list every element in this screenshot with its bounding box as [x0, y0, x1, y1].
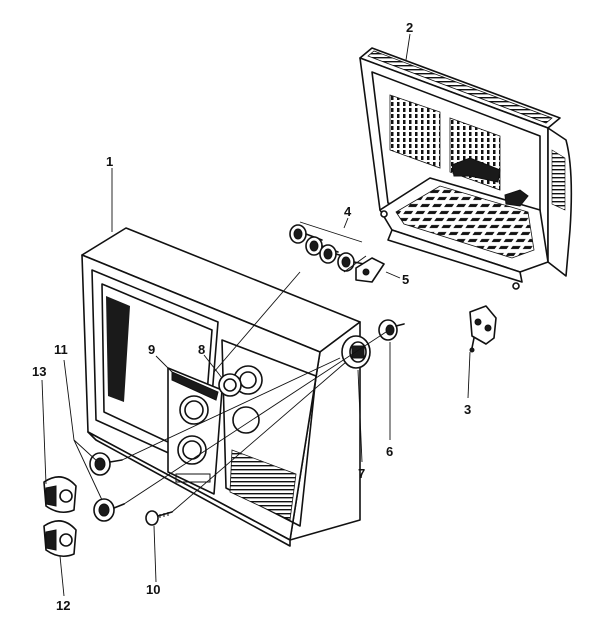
callout-9: 9	[148, 342, 155, 357]
knob-cap-13	[43, 476, 77, 514]
knob-cap-12	[43, 520, 77, 558]
knob-11-lower	[93, 498, 125, 522]
callout-6: 6	[386, 444, 393, 459]
callout-2: 2	[406, 20, 413, 35]
knob-clip	[355, 257, 385, 283]
indicator-ring	[218, 373, 242, 397]
callout-10: 10	[146, 582, 160, 597]
knob-11-upper	[89, 452, 123, 476]
control-knob-set	[289, 221, 367, 273]
control-button-6	[378, 319, 405, 341]
rear-cabinet	[359, 47, 573, 290]
control-panel-insert	[167, 367, 223, 495]
callout-4: 4	[344, 204, 352, 219]
callout-13: 13	[32, 364, 46, 379]
callout-5: 5	[402, 272, 409, 287]
callout-1: 1	[106, 154, 113, 169]
callout-labels: 1 2 3 4 5 6 7 8 9 10 11 12 13	[32, 20, 471, 613]
callout-3: 3	[464, 402, 471, 417]
callout-11: 11	[54, 342, 68, 357]
mounting-bracket	[469, 305, 497, 353]
leader-lines	[41, 33, 471, 597]
callout-7: 7	[358, 466, 365, 481]
screw-10	[145, 510, 173, 526]
callout-8: 8	[198, 342, 205, 357]
callout-12: 12	[56, 598, 70, 613]
